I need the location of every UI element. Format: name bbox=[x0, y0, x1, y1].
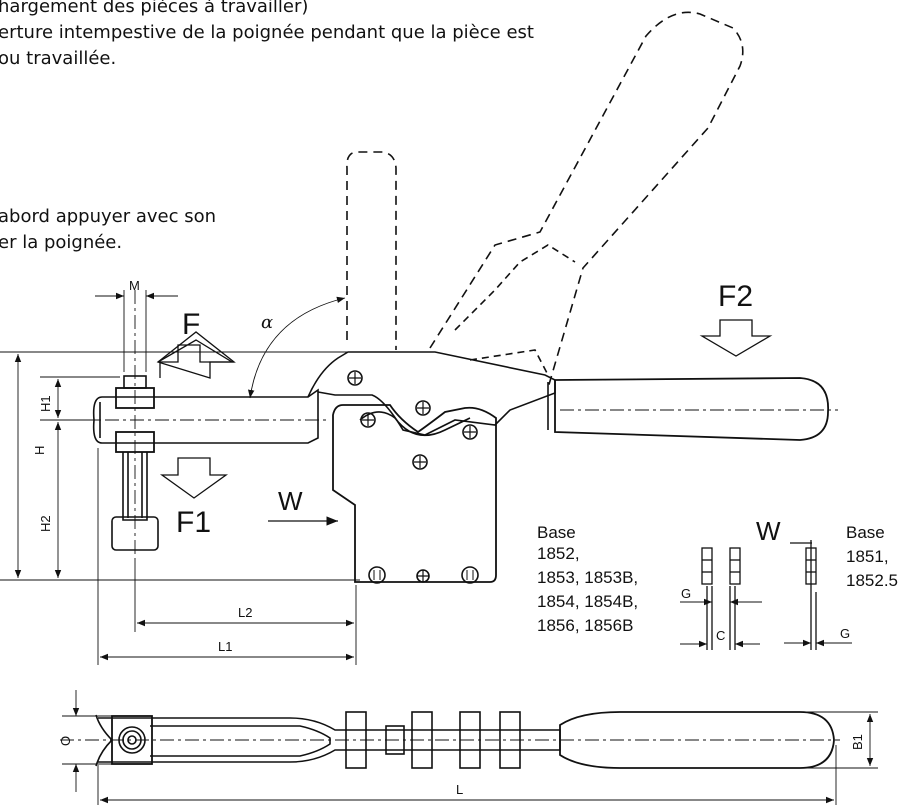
handle-open-inclined-inner bbox=[454, 244, 576, 376]
base-left-title: Base bbox=[537, 523, 576, 542]
handle-open-vertical bbox=[346, 151, 397, 350]
description-line-1: hargement des pièces à travailler) bbox=[0, 0, 309, 17]
base-left-line-2: 1853, 1853B, bbox=[537, 568, 638, 587]
pivot-crosshairs bbox=[349, 372, 476, 582]
base-plate bbox=[332, 404, 497, 583]
description-line-2: erture intempestive de la poignée pendan… bbox=[0, 22, 534, 43]
force-f1-label: F1 bbox=[176, 506, 211, 539]
clamp-arm bbox=[92, 388, 319, 444]
handle-open-inclined bbox=[429, 11, 744, 389]
centre-lines bbox=[80, 290, 838, 560]
dimension-g-right-label: G bbox=[840, 626, 850, 641]
dimension-c-label: C bbox=[716, 628, 725, 643]
force-f2-arrow bbox=[699, 319, 773, 357]
force-f-label: F bbox=[182, 308, 200, 341]
base-dimensions bbox=[680, 598, 852, 648]
base-left-line-4: 1856, 1856B bbox=[537, 616, 633, 635]
plan-dimensions bbox=[60, 690, 878, 805]
force-f-arrow bbox=[157, 339, 235, 378]
width-w-side-label: W bbox=[278, 486, 303, 516]
description-line-4: abord appuyer avec son bbox=[0, 206, 217, 227]
base-right-title: Base bbox=[846, 523, 885, 542]
force-arrows bbox=[156, 319, 773, 526]
base-right-line-1: 1851, bbox=[846, 547, 889, 566]
force-f1-arrow bbox=[159, 457, 229, 499]
description-line-5: er la poignée. bbox=[0, 232, 123, 253]
force-f2-label: F2 bbox=[718, 280, 753, 313]
description-line-3: ou travaillée. bbox=[0, 48, 117, 69]
dimension-o-label: O bbox=[58, 736, 73, 746]
plan-grip bbox=[559, 711, 835, 769]
dimension-h-label: H bbox=[32, 446, 47, 455]
dimension-b1-label: B1 bbox=[850, 734, 865, 750]
dimension-l2-label: L2 bbox=[238, 605, 252, 620]
side-dimensions bbox=[0, 290, 360, 665]
handle-grip bbox=[554, 377, 829, 441]
dimension-h2-label: H2 bbox=[38, 515, 53, 532]
angle-alpha-label: α bbox=[261, 312, 273, 333]
base-left-line-3: 1854, 1854B, bbox=[537, 592, 638, 611]
base-left-line-1: 1852, bbox=[537, 544, 580, 563]
width-w-detail-label: W bbox=[756, 516, 781, 546]
dimension-m-label: M bbox=[129, 278, 140, 293]
base-detail bbox=[701, 540, 817, 650]
dimension-g-left-label: G bbox=[681, 586, 691, 601]
dimension-h1-label: H1 bbox=[38, 395, 53, 412]
base-right-line-2: 1852.5 bbox=[846, 571, 898, 590]
dimension-l-label: L bbox=[456, 782, 463, 797]
dimension-l1-label: L1 bbox=[218, 639, 232, 654]
